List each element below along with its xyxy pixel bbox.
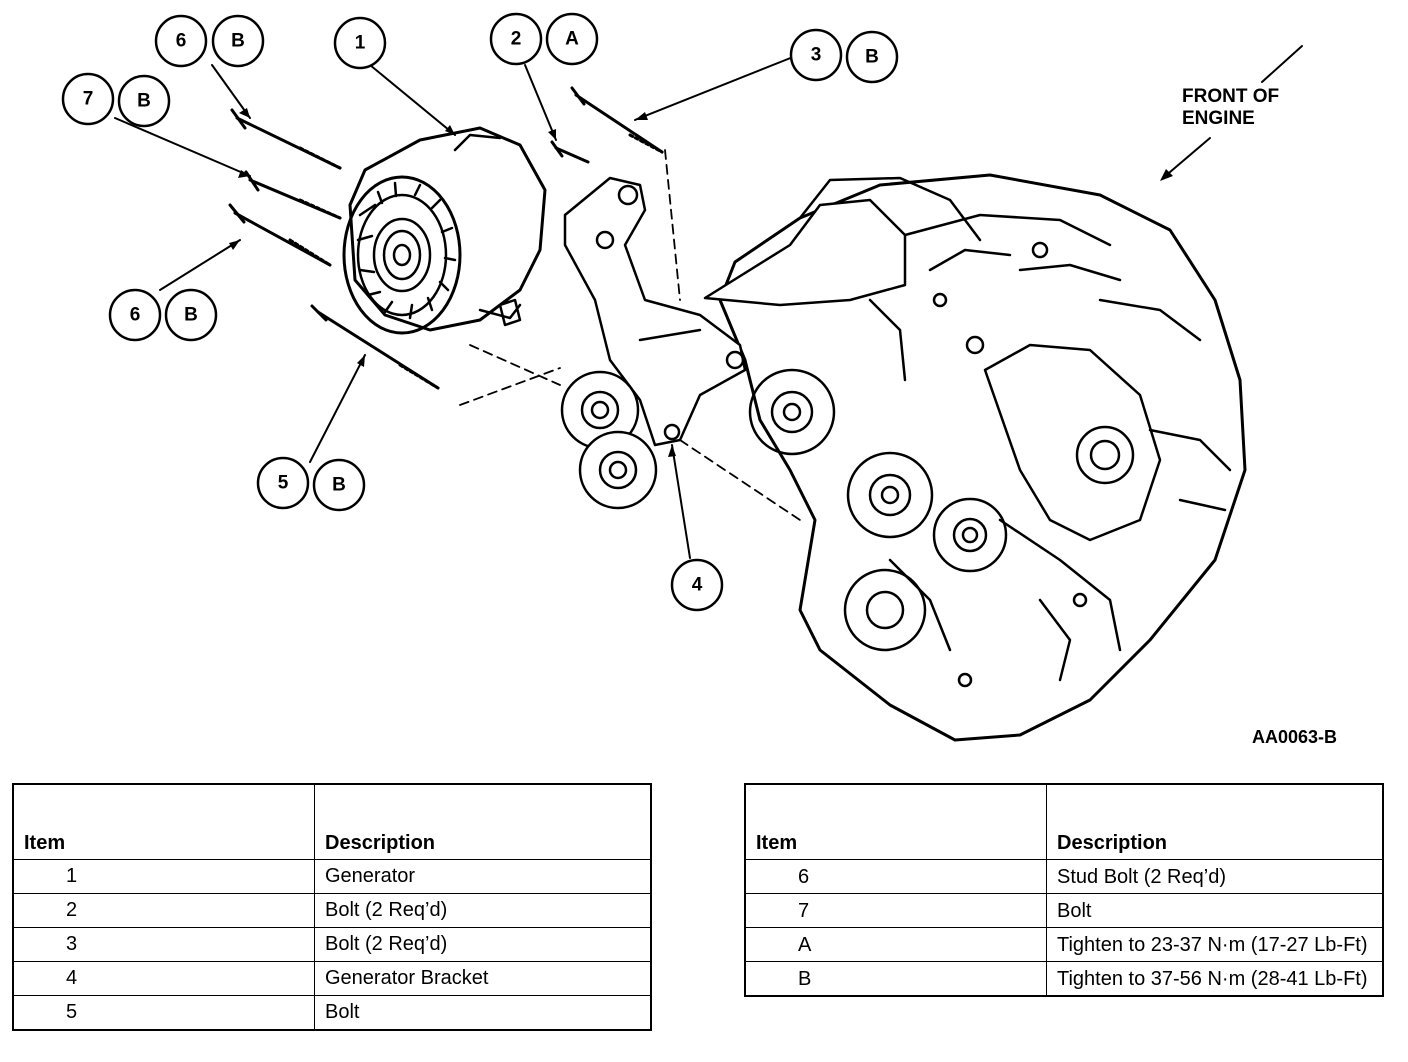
front-of-engine-label-line2: ENGINE (1182, 108, 1255, 129)
callout-7-number: 7 (83, 89, 94, 110)
callout-2-number: 2 (511, 29, 522, 50)
legend-description: Bolt (2 Req’d) (314, 927, 652, 962)
figure-code: AA0063-B (1252, 727, 1338, 747)
generator-bracket (560, 176, 747, 510)
callout-6-top-number: 6 (176, 31, 187, 52)
generator (342, 126, 547, 335)
callout-1-number: 1 (355, 33, 366, 54)
arrowheads (229, 108, 676, 457)
legend-description: Bolt (1046, 893, 1384, 928)
legend-row: 3 Bolt (2 Req’d) (12, 927, 652, 962)
callout-3-number: 3 (811, 45, 822, 66)
callout-4-number: 4 (692, 575, 703, 596)
front-of-engine-label-line1: FRONT OF (1182, 86, 1279, 107)
legend-item: 7 (744, 893, 1047, 928)
callout-6-lower-number: 6 (130, 305, 141, 326)
callout-circles (61, 12, 899, 612)
legend-item: 6 (744, 859, 1047, 894)
description-column-header: Description (314, 783, 652, 860)
exploded-view-diagram: 6 B 1 2 A 3 B 7 B 6 B 5 B 4 FRONT OF ENG… (61, 12, 1303, 742)
legend-table-right: Item Description 6 Stud Bolt (2 Req’d) 7… (744, 783, 1384, 997)
legend-description: Bolt (314, 995, 652, 1031)
legend-row: 4 Generator Bracket (12, 961, 652, 996)
legend-description: Tighten to 37-56 N·m (28-41 Lb-Ft) (1046, 961, 1384, 997)
legend-row: 1 Generator (12, 859, 652, 894)
legend-row: 6 Stud Bolt (2 Req’d) (744, 859, 1384, 894)
callout-5-number: 5 (278, 473, 289, 494)
description-column-header: Description (1046, 783, 1384, 860)
legend-header-row: Item Description (12, 783, 652, 860)
callout-5-letter: B (332, 475, 346, 496)
callout-7-letter: B (137, 91, 151, 112)
legend-item: B (744, 961, 1047, 997)
legend-item: 1 (12, 859, 315, 894)
item-column-header: Item (744, 783, 1047, 860)
legend-row: B Tighten to 37-56 N·m (28-41 Lb-Ft) (744, 961, 1384, 997)
legend-item: 3 (12, 927, 315, 962)
leader-lines (114, 45, 1303, 559)
callout-6-lower-letter: B (184, 305, 198, 326)
legend-item: 2 (12, 893, 315, 928)
legend-table-left: Item Description 1 Generator 2 Bolt (2 R… (12, 783, 652, 1031)
legend-row: 2 Bolt (2 Req’d) (12, 893, 652, 928)
legend-description: Stud Bolt (2 Req’d) (1046, 859, 1384, 894)
legend-row: 7 Bolt (744, 893, 1384, 928)
legend-row: 5 Bolt (12, 995, 652, 1031)
alignment-lines (459, 149, 801, 521)
legend-header-row: Item Description (744, 783, 1384, 860)
legend-description: Generator (314, 859, 652, 894)
item-column-header: Item (12, 783, 315, 860)
callout-6-top-letter: B (231, 31, 245, 52)
legend-description: Generator Bracket (314, 961, 652, 996)
legend-item: 4 (12, 961, 315, 996)
callout-3-letter: B (865, 47, 879, 68)
legend-description: Bolt (2 Req’d) (314, 893, 652, 928)
legend-item: 5 (12, 995, 315, 1031)
legend-row: A Tighten to 23-37 N·m (17-27 Lb-Ft) (744, 927, 1384, 962)
engine-block (703, 173, 1247, 742)
legend-description: Tighten to 23-37 N·m (17-27 Lb-Ft) (1046, 927, 1384, 962)
front-arrow (1160, 137, 1211, 181)
callout-2-letter: A (565, 29, 579, 50)
legend-item: A (744, 927, 1047, 962)
